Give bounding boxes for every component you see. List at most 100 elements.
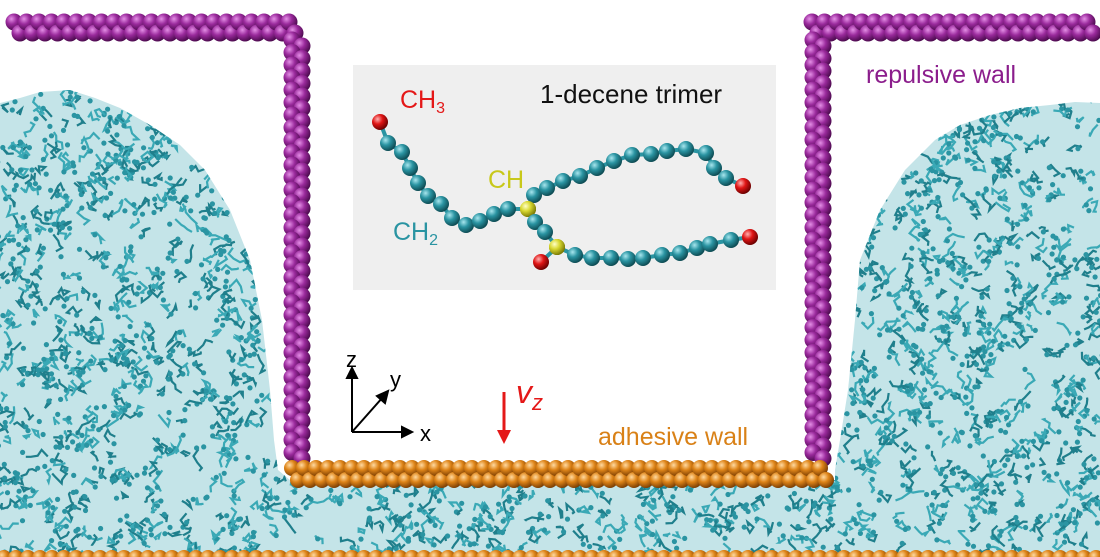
polymer-chain: [388, 514, 406, 523]
polymer-bead: [985, 543, 992, 549]
polymer-bead: [248, 305, 254, 311]
polymer-chain: [207, 201, 216, 213]
polymer-bead: [883, 425, 889, 431]
polymer-chain: [838, 410, 845, 416]
polymer-bead: [367, 517, 373, 523]
bead: [518, 472, 534, 488]
polymer-bead: [1072, 342, 1079, 348]
bead: [176, 550, 192, 557]
polymer-bead: [920, 250, 926, 256]
bead: [800, 550, 816, 557]
polymer-bead: [40, 431, 46, 438]
bead: [344, 550, 360, 557]
polymer-chain: [536, 512, 545, 523]
polymer-bead: [73, 528, 79, 534]
polymer-chain: [991, 317, 1010, 333]
polymer-chain: [43, 357, 52, 368]
polymer-bead: [268, 355, 274, 361]
polymer-chain: [965, 387, 974, 407]
polymer-bead: [239, 357, 245, 363]
polymer-bead: [195, 123, 201, 129]
polymer-bead: [232, 158, 238, 164]
polymer-chain: [160, 442, 176, 457]
bead: [470, 472, 486, 488]
polymer-bead: [111, 412, 117, 419]
polymer-chain: [77, 501, 89, 509]
polymer-bead: [899, 339, 905, 345]
polymer-bead: [77, 187, 83, 193]
polymer-chain: [1009, 111, 1019, 123]
polymer-chain: [974, 305, 985, 318]
polymer-bead: [200, 276, 206, 282]
polymer-bead: [57, 444, 63, 450]
polymer-chain: [882, 154, 890, 159]
polymer-chain: [62, 274, 72, 280]
bead: [680, 460, 696, 476]
polymer-chain: [701, 504, 711, 514]
polymer-bead: [990, 103, 996, 109]
bead: [512, 550, 528, 557]
polymer-chain: [1016, 489, 1025, 502]
polymer-chain: [906, 380, 919, 398]
polymer-chain: [1031, 516, 1043, 534]
polymer-bead: [145, 322, 151, 328]
polymer-chain: [80, 476, 95, 487]
polymer-bead: [1045, 310, 1052, 316]
polymer-bead: [188, 208, 194, 214]
polymer-bead: [923, 308, 929, 314]
bead: [794, 472, 810, 488]
polymer-chain: [883, 319, 901, 326]
polymer-bead: [1025, 292, 1031, 298]
bead: [476, 460, 492, 476]
polymer-chain: [141, 196, 151, 207]
polymer-bead: [236, 98, 242, 104]
polymer-chain: [978, 325, 992, 335]
polymer-bead: [875, 212, 882, 218]
polymer-bead: [213, 164, 219, 170]
polymer-chain: [1024, 371, 1036, 391]
polymer-chain: [90, 191, 106, 204]
polymer-bead: [134, 98, 140, 104]
polymer-chain: [64, 195, 74, 206]
polymer-chain: [54, 181, 66, 193]
polymer-chain: [1057, 346, 1066, 358]
polymer-bead: [122, 338, 128, 344]
polymer-chain: [146, 350, 161, 359]
polymer-chain: [845, 537, 856, 546]
polymer-chain: [52, 325, 64, 342]
polymer-chain: [941, 240, 957, 259]
polymer-chain: [868, 189, 879, 195]
polymer-chain: [4, 230, 15, 239]
polymer-bead: [676, 507, 682, 513]
bead: [674, 472, 690, 488]
bead: [932, 550, 948, 557]
polymer-bead: [1015, 168, 1021, 174]
polymer-chain: [1054, 392, 1063, 404]
polymer-bead: [970, 517, 976, 523]
polymer-bead: [862, 235, 869, 241]
polymer-bead: [241, 372, 247, 378]
polymer-chain: [169, 257, 178, 264]
bead: [380, 550, 396, 557]
polymer-bead: [4, 406, 10, 412]
polymer-chain: [1028, 173, 1044, 184]
polymer-bead: [996, 168, 1002, 174]
polymer-chain: [634, 517, 643, 532]
polymer-chain: [183, 399, 203, 407]
polymer-bead: [1044, 352, 1050, 358]
polymer-chain: [166, 301, 178, 320]
polymer-chain: [75, 383, 88, 395]
polymer-bead: [220, 322, 226, 328]
polymer-bead: [111, 441, 117, 447]
polymer-bead: [103, 195, 110, 201]
polymer-bead: [436, 498, 442, 504]
polymer-chain: [132, 380, 143, 392]
polymer-bead: [856, 502, 862, 508]
polymer-bead: [203, 388, 209, 394]
polymer-bead: [963, 394, 969, 400]
polymer-bead: [978, 490, 984, 496]
polymer-chain: [985, 356, 997, 368]
polymer-bead: [867, 265, 873, 271]
polymer-chain: [884, 438, 900, 448]
polymer-chain: [25, 448, 49, 458]
